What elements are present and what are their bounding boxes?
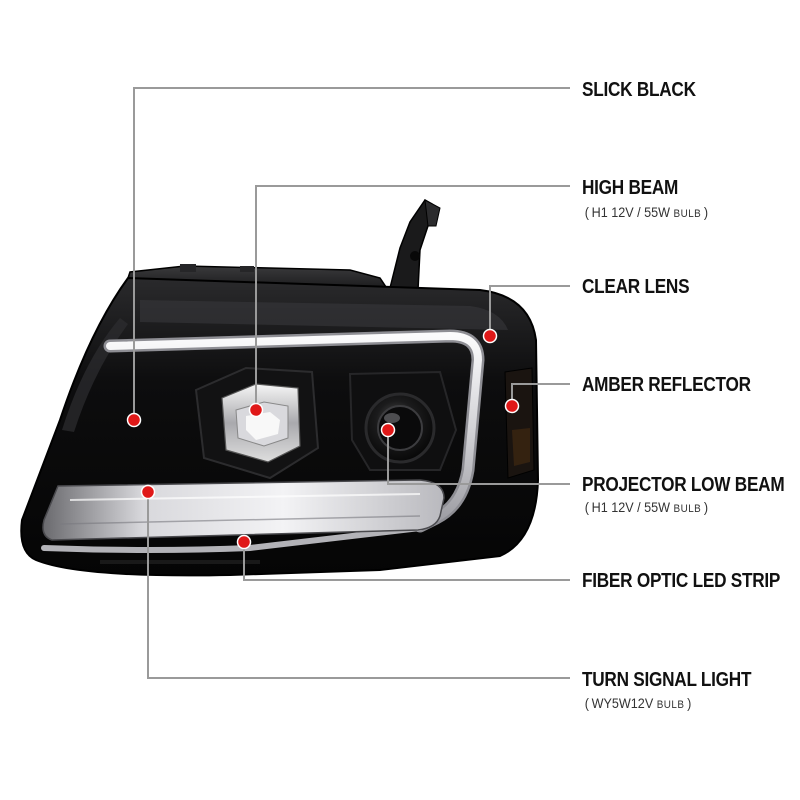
label-projector-low-beam: PROJECTOR LOW BEAM — [582, 474, 785, 496]
marker-dot-icon — [248, 402, 264, 418]
leader-line-slick-black — [133, 87, 570, 420]
spec-projector-unit: BULB — [673, 503, 702, 515]
marker-dot-icon — [380, 422, 396, 438]
led-light-bar — [41, 329, 485, 553]
leader-line-amber-reflector — [511, 383, 570, 406]
projector-module — [348, 370, 458, 471]
label-slick-black: SLICK BLACK — [582, 79, 696, 101]
headlight-housing — [20, 199, 540, 577]
label-clear-lens: CLEAR LENS — [582, 276, 690, 298]
spec-projector-low-beam: (H1 12V / 55W BULB) — [584, 499, 709, 515]
marker-dot-icon — [504, 398, 520, 414]
spec-turn-signal-unit: BULB — [656, 699, 685, 711]
turn-signal-strip — [42, 479, 445, 541]
label-amber-reflector: AMBER REFLECTOR — [582, 374, 751, 396]
spec-high-beam-unit: BULB — [673, 208, 702, 220]
spec-projector-value: H1 12V / 55W — [591, 499, 671, 515]
leader-line-high-beam — [255, 185, 570, 410]
spec-turn-signal-value: WY5W12V — [591, 695, 654, 711]
label-high-beam: HIGH BEAM — [582, 177, 679, 199]
label-turn-signal-light: TURN SIGNAL LIGHT — [582, 669, 752, 691]
leader-line-clear-lens — [489, 285, 570, 336]
leader-lines — [133, 87, 570, 679]
markers — [126, 328, 520, 550]
label-fiber-optic-led-strip: FIBER OPTIC LED STRIP — [582, 570, 781, 592]
marker-dot-icon — [236, 534, 252, 550]
spec-high-beam-value: H1 12V / 55W — [591, 204, 671, 220]
marker-dot-icon — [482, 328, 498, 344]
spec-turn-signal: (WY5W12V BULB) — [584, 695, 692, 711]
leader-line-projector-low-beam — [387, 430, 570, 485]
high-beam-module — [194, 366, 320, 480]
spec-high-beam: (H1 12V / 55W BULB) — [584, 204, 709, 220]
marker-dot-icon — [140, 484, 156, 500]
leader-line-fiber-optic — [243, 542, 570, 581]
leader-line-turn-signal — [147, 492, 570, 679]
marker-dot-icon — [126, 412, 142, 428]
